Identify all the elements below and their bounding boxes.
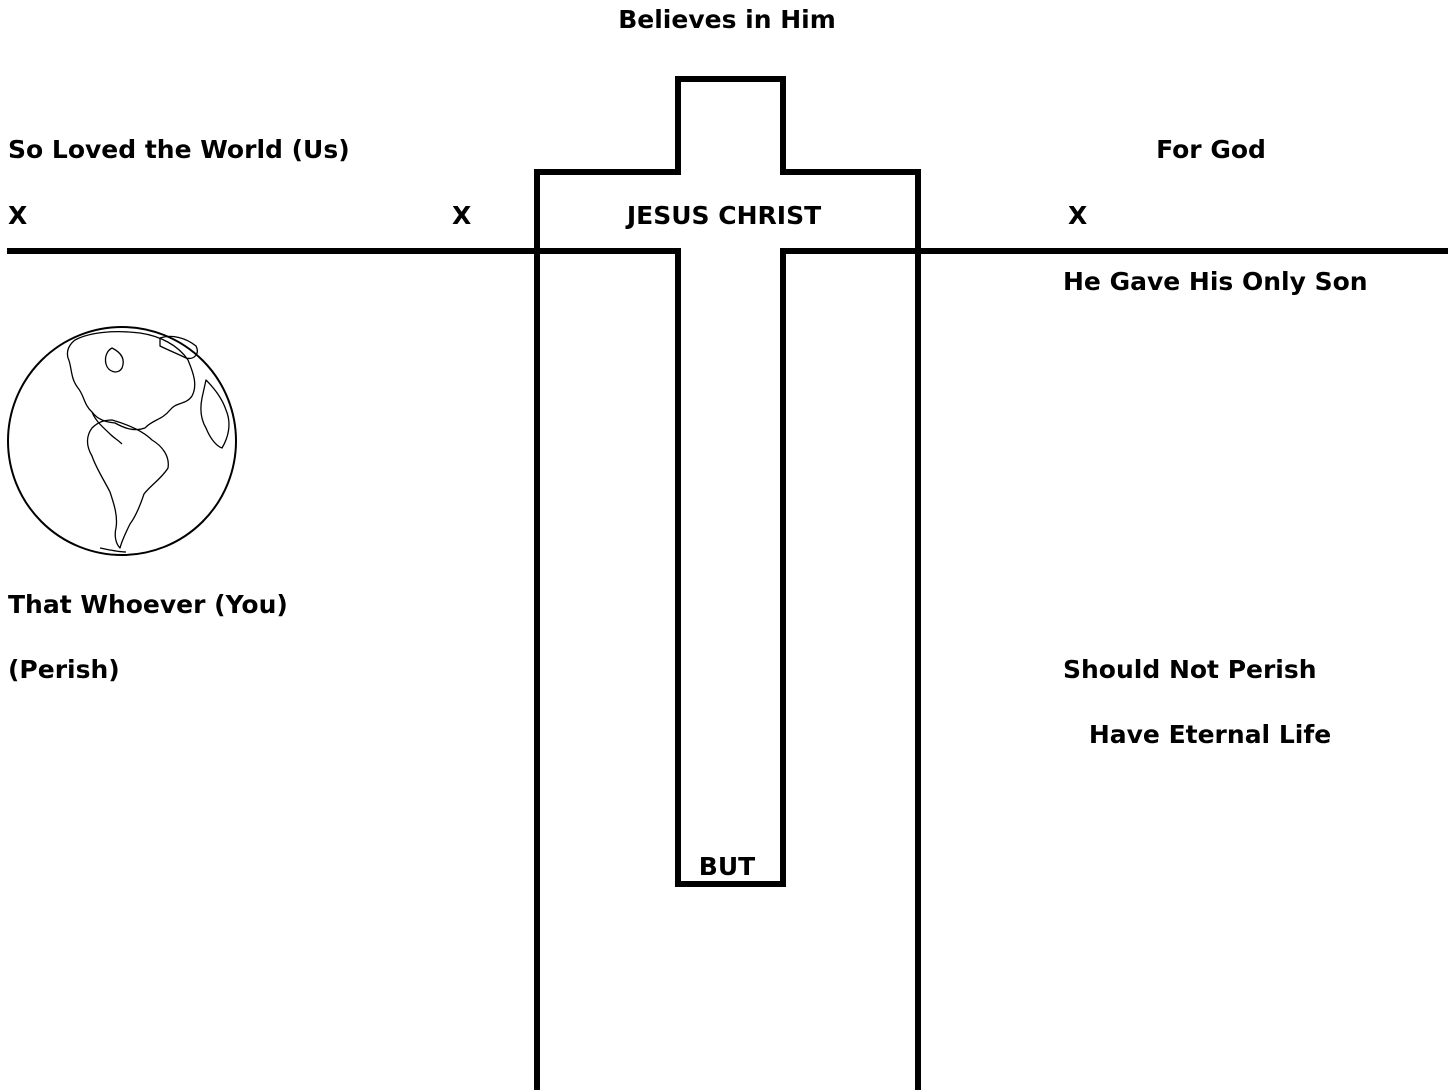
x-marker-left: X bbox=[8, 201, 28, 230]
perish-label: (Perish) bbox=[8, 655, 120, 684]
x-marker-right: X bbox=[1068, 201, 1088, 230]
believes-label: Believes in Him bbox=[618, 5, 836, 34]
so-loved-label: So Loved the World (Us) bbox=[8, 135, 350, 164]
whoever-label: That Whoever (You) bbox=[8, 590, 288, 619]
not-perish-label: Should Not Perish bbox=[1063, 655, 1317, 684]
but-label: BUT bbox=[698, 852, 756, 881]
cross-top-outline bbox=[534, 76, 921, 251]
for-god-label: For God bbox=[1156, 135, 1266, 164]
gave-son-label: He Gave His Only Son bbox=[1063, 267, 1368, 296]
cross-stem-outline bbox=[537, 248, 918, 887]
jesus-christ-label: JESUS CHRIST bbox=[626, 201, 822, 230]
eternal-life-label: Have Eternal Life bbox=[1088, 720, 1332, 749]
earth-globe-icon bbox=[7, 326, 237, 556]
x-marker-middle: X bbox=[452, 201, 472, 230]
